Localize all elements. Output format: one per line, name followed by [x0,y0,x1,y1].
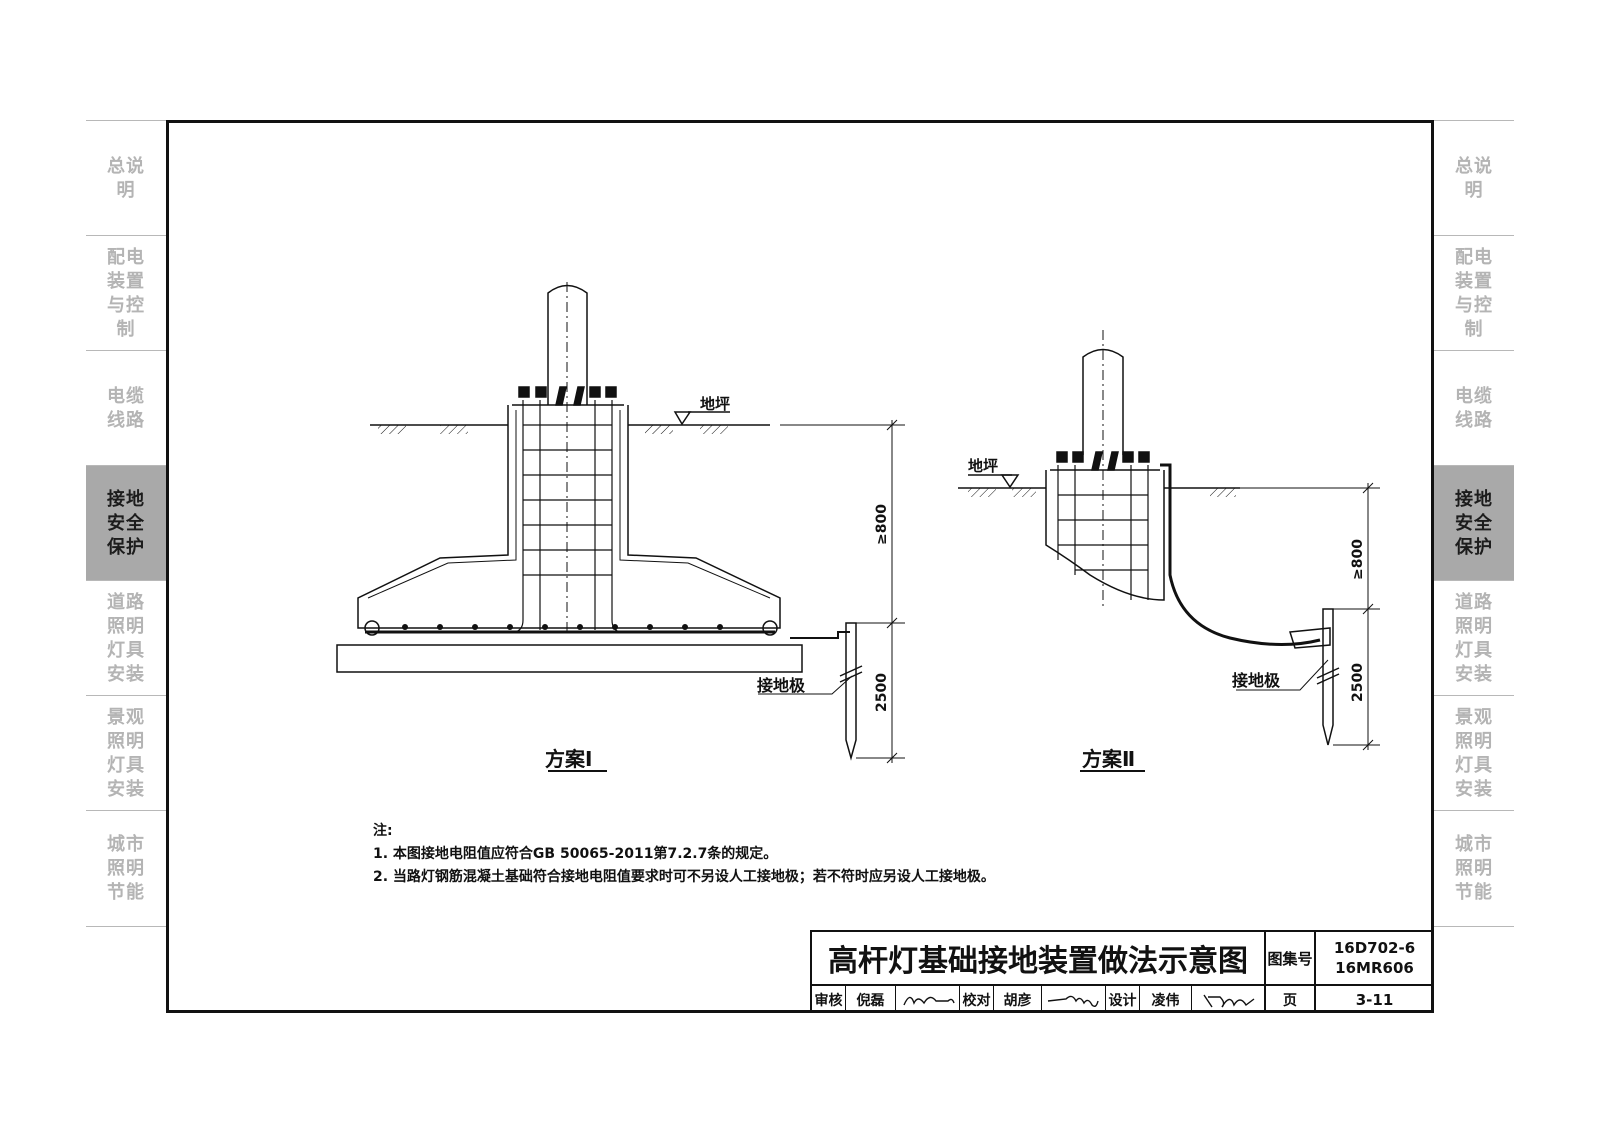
right-tab-1[interactable]: 总说明 [1434,120,1514,236]
design-label: 设计 [1106,986,1140,1013]
left-tab-5[interactable]: 道路照明灯具安装 [86,580,166,696]
right-tab-label: 配电装置与控制 [1455,246,1493,340]
scheme-1-ground-line [370,411,770,434]
scheme-1-title: 方案Ⅰ [545,747,592,771]
right-tab-label: 景观照明灯具安装 [1455,706,1493,800]
scheme-1-ground-conductor [790,631,850,639]
scheme-2-dimensions [1240,482,1380,751]
right-tab-label: 城市照明节能 [1455,833,1493,903]
scheme-1-electrode-leader [758,675,853,695]
scheme-1-ground-label: 地坪 [700,395,730,413]
scheme-1-drawing [336,282,905,772]
left-tab-label: 总说明 [107,155,145,201]
atlas-no-label: 图集号 [1266,932,1316,986]
reviewer-name: 倪磊 [846,986,896,1013]
right-tab-3[interactable]: 电缆线路 [1434,350,1514,466]
scheme-1-foundation [357,405,781,629]
drawing-frame [166,120,1434,1013]
right-tab-2[interactable]: 配电装置与控制 [1434,235,1514,351]
reviewer-signature [896,986,960,1013]
scheme-2-ground-conductor [1160,463,1321,646]
left-tab-label: 道路照明灯具安装 [107,591,145,685]
left-tab-label: 城市照明节能 [107,833,145,903]
page-number: 3-11 [1355,990,1394,1009]
atlas-no-1: 16D702-6 [1333,939,1416,957]
right-tab-5[interactable]: 道路照明灯具安装 [1434,580,1514,696]
review-label: 审核 [812,986,846,1013]
scheme-1-dim-bottom: 2500 [874,673,890,712]
left-tab-label: 景观照明灯具安装 [107,706,145,800]
note-item: 1. 本图接地电阻值应符合GB 50065-2011第7.2.7条的规定。 [373,846,778,862]
notes: 注: 1. 本图接地电阻值应符合GB 50065-2011第7.2.7条的规定。… [373,820,995,889]
scheme-2-pier [1045,470,1165,601]
checker-signature [1042,986,1106,1013]
atlas-no: 16D702-6 16MR606 [1316,932,1433,986]
scheme-2-electrode-leader [1236,659,1329,691]
left-tab-2[interactable]: 配电装置与控制 [86,235,166,351]
scheme-2-ground-line [958,474,1240,497]
scheme-2-anchor-bolts [1050,451,1160,471]
scheme-1-bottom-mat [364,620,778,636]
note-item: 2. 当路灯钢筋混凝土基础符合接地电阻值要求时可不另设人工接地极；若不符时应另设… [373,869,995,885]
check-label: 校对 [960,986,994,1013]
scheme-1-dimensions [780,419,905,764]
left-tab-7[interactable]: 城市照明节能 [86,810,166,927]
checker-name: 胡彦 [994,986,1042,1013]
right-tab-label: 接地安全保护 [1455,488,1493,558]
left-tab-6[interactable]: 景观照明灯具安装 [86,695,166,811]
designer-name: 凌伟 [1140,986,1192,1013]
right-tab-label: 道路照明灯具安装 [1455,591,1493,685]
left-tab-label: 电缆线路 [107,385,145,431]
scheme-2-drawing [958,330,1380,772]
scheme-1-dim-top: ≥800 [874,504,890,545]
designer-signature [1192,986,1266,1013]
scheme-2-ground-label: 地坪 [968,457,998,475]
left-tab-label: 接地安全保护 [107,488,145,558]
left-tab-label: 配电装置与控制 [107,246,145,340]
right-tab-7[interactable]: 城市照明节能 [1434,810,1514,927]
page-label: 页 [1266,986,1316,1013]
scheme-1-electrode-label: 接地极 [757,676,806,695]
scheme-2-electrode-label: 接地极 [1232,671,1281,690]
left-tab-4[interactable]: 接地安全保护 [86,465,166,581]
scheme-1-ground-electrode [845,622,857,761]
scheme-1-anchor-bolts [512,386,624,406]
scheme-2-title: 方案Ⅱ [1082,747,1135,771]
notes-heading: 注: [373,823,393,839]
scheme-2-rebar-cage [1057,465,1149,600]
scheme-2-dim-bottom: 2500 [1350,663,1366,702]
right-tab-4[interactable]: 接地安全保护 [1434,465,1514,581]
left-tab-3[interactable]: 电缆线路 [86,350,166,466]
title-block: 高杆灯基础接地装置做法示意图 图集号 16D702-6 16MR606 审核 倪… [810,930,1434,1013]
scheme-1-rebar-cage [514,400,621,633]
left-tab-1[interactable]: 总说明 [86,120,166,236]
scheme-2-dim-top: ≥800 [1350,539,1366,580]
right-tab-6[interactable]: 景观照明灯具安装 [1434,695,1514,811]
scheme-1-base-slab [336,644,803,673]
right-tab-label: 电缆线路 [1455,385,1493,431]
right-tab-label: 总说明 [1455,155,1493,201]
atlas-no-2: 16MR606 [1335,959,1414,977]
scheme-2-pole [1082,348,1124,455]
scheme-2-ground-electrode [1322,608,1334,746]
drawing-title: 高杆灯基础接地装置做法示意图 [812,932,1266,986]
